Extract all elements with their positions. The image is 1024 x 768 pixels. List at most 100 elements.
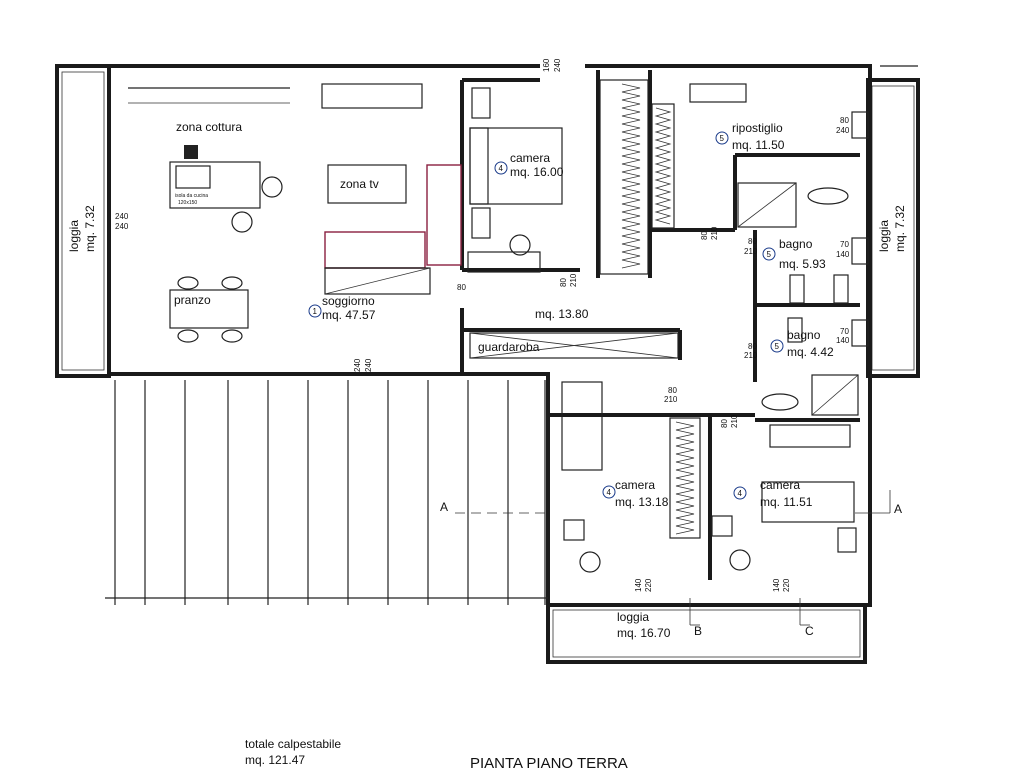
room-camera-2: 4 camera mq. 13.18	[602, 478, 669, 509]
total-label: totale calpestabile	[245, 737, 341, 751]
interior-walls	[460, 70, 860, 580]
dim-label: 70	[840, 240, 849, 249]
hatch-line	[675, 421, 695, 535]
room-number: 1	[313, 307, 318, 316]
dim-label: 80	[840, 116, 849, 125]
room-area: mq. 13.18	[615, 495, 669, 509]
room-name: bagno	[787, 328, 821, 342]
total-value: mq. 121.47	[245, 753, 305, 767]
room-name: soggiorno	[322, 294, 375, 308]
room-loggia-bottom: loggia mq. 16.70	[617, 610, 671, 640]
room-area: mq. 7.32	[893, 205, 907, 252]
dim-label: 80	[748, 237, 757, 246]
room-number-badge	[762, 247, 776, 261]
label-disimpegno-area: mq. 13.80	[535, 307, 589, 321]
dim-label: 140	[772, 578, 781, 592]
room-area: mq. 16.00	[510, 165, 564, 179]
kitchen-counter	[128, 83, 423, 209]
hatch-line	[621, 83, 641, 269]
loggia-bottom	[546, 603, 867, 664]
dim-label: 210	[730, 414, 739, 428]
room-area: mq. 11.51	[760, 495, 813, 509]
room-number-badge	[733, 486, 747, 500]
room-number: 5	[720, 134, 725, 143]
label-cooktop: isola da cucina	[175, 193, 208, 199]
label-cooktop-size: 120x150	[178, 200, 197, 206]
room-soggiorno: 1 soggiorno mq. 47.57	[308, 294, 376, 322]
room-number: 4	[738, 489, 743, 498]
section-markers	[689, 490, 891, 626]
dimension-labels: 160 240 240 240 240 240 80 80 210 80 210…	[115, 58, 850, 592]
room-number-badge	[602, 485, 616, 499]
plan-title: PIANTA PIANO TERRA	[470, 755, 628, 768]
room-camera-3: 4 camera mq. 11.51	[733, 478, 813, 509]
corridor-wardrobe	[599, 79, 695, 535]
room-ripostiglio: 5 ripostiglio mq. 11.50	[715, 121, 785, 152]
room-bagno-1: 5 bagno mq. 5.93	[762, 237, 826, 271]
room-area: mq. 4.42	[787, 345, 834, 359]
dim-label: 210	[710, 226, 719, 240]
windows-right	[851, 111, 869, 347]
tv-unit	[327, 164, 407, 204]
bedroom-wardrobes	[669, 417, 851, 539]
dim-label: 240	[364, 358, 373, 372]
dim-label: 80	[457, 283, 466, 292]
dim-label: 80	[720, 419, 729, 428]
room-name: camera	[510, 151, 550, 165]
dim-label: 210	[569, 273, 578, 287]
dim-label: 140	[634, 578, 643, 592]
room-area: mq. 5.93	[779, 257, 826, 271]
room-loggia-right: loggia mq. 7.32	[877, 205, 907, 252]
room-number: 5	[775, 342, 780, 351]
dim-label: 80	[700, 231, 709, 240]
room-name: camera	[760, 478, 800, 492]
room-bagno-2: 5 bagno mq. 4.42	[770, 328, 834, 359]
bed-camera-3	[711, 481, 857, 571]
room-number: 5	[767, 250, 772, 259]
room-number-badge	[770, 339, 784, 353]
room-area: mq. 47.57	[322, 308, 376, 322]
dim-label: 240	[115, 222, 129, 231]
sofa	[324, 164, 462, 295]
room-name: bagno	[779, 237, 813, 251]
bed-camera-1	[467, 87, 563, 273]
room-loggia-left: loggia mq. 7.32	[67, 205, 97, 252]
dim-label: 140	[836, 250, 850, 259]
dim-label: 210	[664, 395, 678, 404]
label-pranzo: pranzo	[174, 293, 211, 307]
section-b: B	[694, 624, 702, 638]
section-c: C	[805, 624, 814, 638]
room-area: mq. 7.32	[83, 205, 97, 252]
room-area: mq. 11.50	[732, 138, 785, 152]
pergola	[105, 380, 548, 605]
room-camera-1: 4 camera mq. 16.00	[494, 151, 564, 179]
dim-label: 80	[748, 342, 757, 351]
section-a-left: A	[440, 500, 448, 514]
dim-label: 240	[115, 212, 129, 221]
room-number: 4	[499, 164, 504, 173]
dim-label: 80	[668, 386, 677, 395]
room-name: loggia	[877, 220, 891, 252]
dim-label: 240	[836, 126, 850, 135]
room-name: camera	[615, 478, 655, 492]
dining-table	[169, 276, 249, 343]
section-a-right: A	[894, 502, 902, 516]
room-name: loggia	[67, 220, 81, 252]
label-zona-cottura: zona cottura	[176, 120, 242, 134]
dim-label: 240	[353, 358, 362, 372]
room-number-badge	[715, 131, 729, 145]
hatch-line	[654, 107, 672, 225]
dim-label: 80	[559, 278, 568, 287]
room-name: loggia	[617, 610, 649, 624]
outer-walls	[107, 64, 872, 607]
dim-label: 210	[744, 351, 758, 360]
dim-label: 220	[782, 578, 791, 592]
dim-label: 70	[840, 327, 849, 336]
room-number-badge	[494, 161, 508, 175]
bed-camera-2	[561, 381, 603, 573]
chairs-kitchen	[231, 176, 283, 233]
dim-label: 210	[744, 247, 758, 256]
dim-label: 240	[553, 58, 562, 72]
dim-label: 220	[644, 578, 653, 592]
